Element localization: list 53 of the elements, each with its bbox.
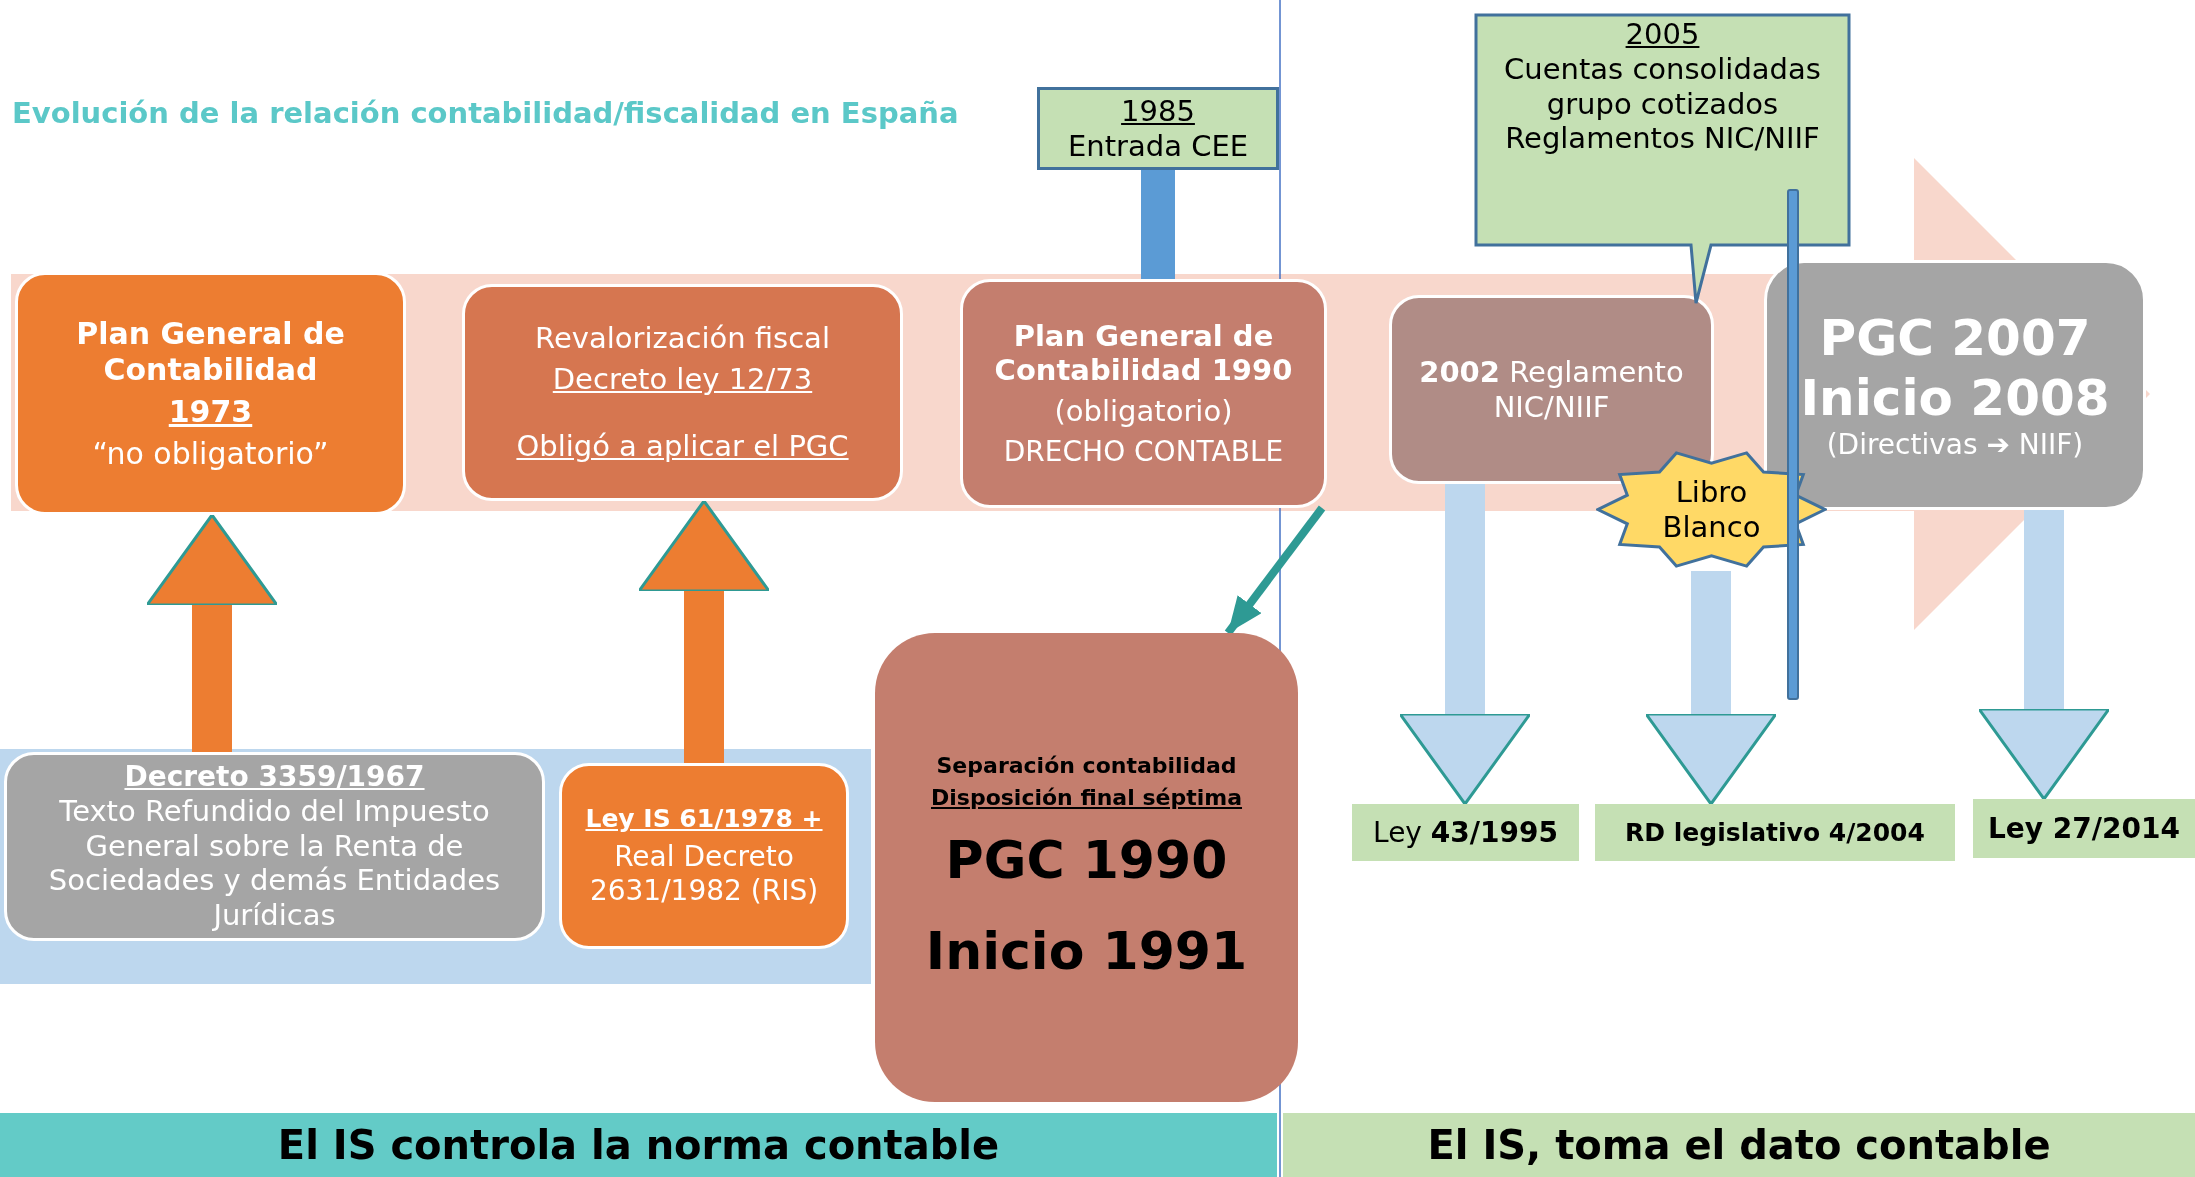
box-heading: Ley IS 61/1978 + [585,804,823,835]
box-text: Ley 43/1995 [1373,815,1558,850]
callout-box [1474,13,1851,305]
box-heading: PGC 2007 Inicio 2008 [1799,308,2111,429]
starburst-badge [1596,448,1827,571]
box-text: Obligó a aplicar el PGC [516,429,849,465]
box-text: 1973 [168,393,253,430]
box-text: Disposición final séptima [931,785,1242,812]
event-box [1764,260,2146,510]
box-text: Entrada CEE [1067,128,1249,164]
arrow [1644,571,1778,806]
box-text: Ley 27/2014 [1988,811,2180,846]
box-text: DRECHO CONTABLE [1003,434,1284,469]
period-banner [0,1113,1277,1177]
arrow [145,513,279,752]
box-heading: 2005 [1625,17,1700,52]
timeline-marker [1787,189,1799,700]
box-text: RD legislativo 4/2004 [1625,817,1925,848]
law-tag [1973,799,2195,858]
box-text: El IS, toma el dato contable [1427,1121,2051,1169]
event-box [462,284,903,501]
event-box [875,633,1298,1102]
box-text: Texto Refundido del Impuesto General sobre la Renta de Sociedades y demás Entidades Jurídicas [47,793,502,933]
arrow [1977,510,2111,801]
box-text: 2002 Reglamento NIC/NIIF [1418,354,1685,425]
arrow [1224,505,1326,636]
law-box [559,763,849,949]
event-box [960,279,1327,508]
box-heading: Plan General de Contabilidad 1990 [993,318,1294,389]
box-text: Real Decreto 2631/1982 (RIS) [588,840,820,908]
box-heading: 1985 [1121,93,1195,129]
box-heading: Plan General de Contabilidad [75,315,346,388]
box-text: Cuentas consolidadas grupo cotizados Reglamentos NIC/NIIF [1503,51,1822,157]
period-banner [1283,1113,2195,1177]
box-text: (obligatorio) [1054,394,1233,429]
event-box [15,272,406,515]
law-tag [1352,804,1579,861]
law-box [4,752,545,941]
box-heading: Revalorización fiscal [535,320,830,356]
box-text: El IS controla la norma contable [277,1121,1000,1169]
box-heading: Separación contabilidad [936,752,1237,780]
box-heading: Decreto 3359/1967 [124,760,425,794]
box-text: Libro Blanco [1661,474,1762,545]
arrow [637,499,771,763]
box-text: “no obligatorio” [92,435,329,472]
box-text: Inicio 1991 [925,919,1248,983]
arrow [1398,484,1532,806]
box-text: (Directivas ➔ NIIF) [1826,428,2084,462]
law-tag [1595,804,1955,861]
milestone-box [1037,87,1279,170]
page-title: Evolución de la relación contabilidad/fiscalidad en España [12,96,959,130]
box-text: PGC 1990 [945,828,1228,891]
box-text: Decreto ley 12/73 [552,361,813,397]
